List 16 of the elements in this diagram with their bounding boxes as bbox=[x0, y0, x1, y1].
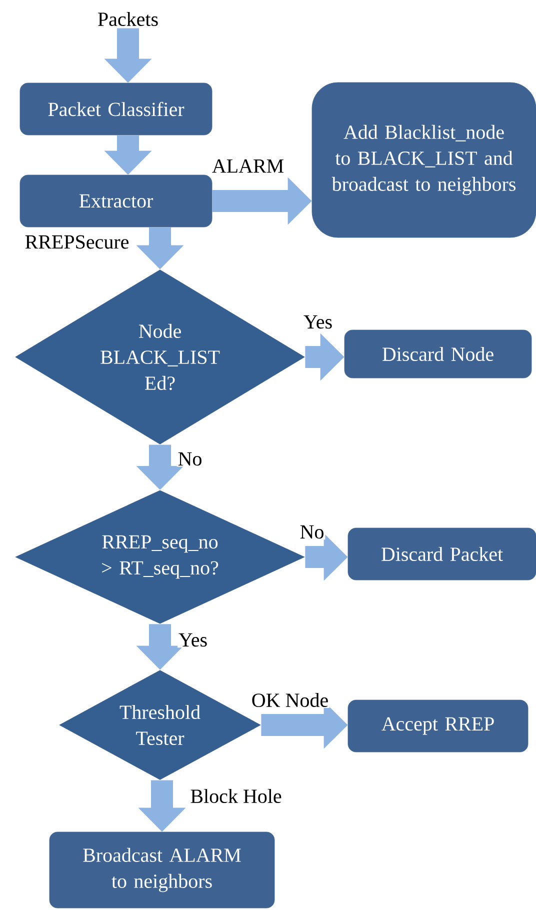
process-box: Discard Node bbox=[344, 330, 532, 378]
edge-label: Block Hole bbox=[189, 788, 283, 804]
edge-label: Yes bbox=[302, 314, 334, 330]
edge-label: No bbox=[298, 524, 326, 540]
process-box: Accept RREP bbox=[348, 700, 528, 752]
edge-label: ALARM bbox=[210, 158, 286, 174]
process-box: Discard Packet bbox=[348, 528, 536, 580]
edge-label: OK Node bbox=[250, 692, 330, 708]
process-box: Add Blacklist_node to BLACK_LIST and broadcast to neighbors bbox=[312, 82, 536, 238]
edge-label: RREPSecure bbox=[24, 234, 130, 250]
edge-label: No bbox=[176, 451, 204, 467]
process-box: Broadcast ALARM to neighbors bbox=[49, 832, 275, 908]
input-label: Packets bbox=[98, 12, 158, 26]
process-box: Packet Classifier bbox=[20, 82, 212, 136]
process-box: Extractor bbox=[20, 174, 212, 228]
edge-label: Yes bbox=[177, 632, 209, 648]
